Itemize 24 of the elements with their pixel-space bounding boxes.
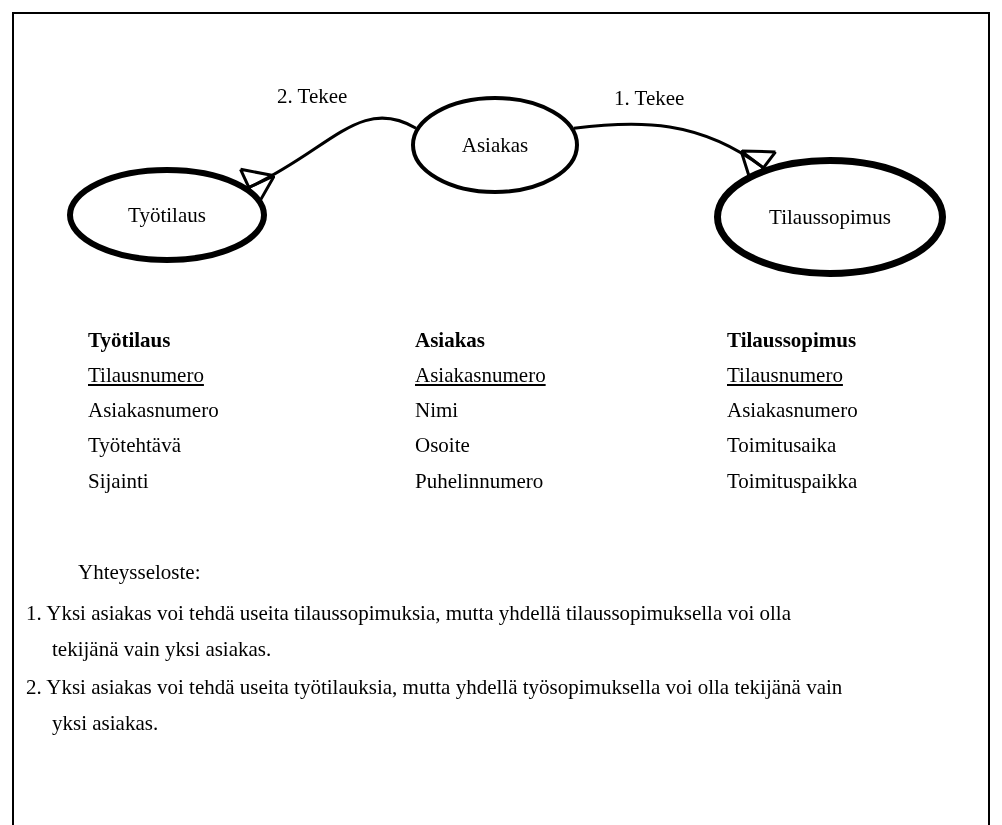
entity-heading: Työtilaus bbox=[88, 328, 171, 353]
attribute-text: Toimituspaikka bbox=[727, 469, 858, 494]
key-attribute: Tilausnumero bbox=[88, 363, 204, 388]
entity-heading: Asiakas bbox=[415, 328, 486, 353]
attribute-text: Nimi bbox=[415, 398, 459, 423]
entity-name: Asiakas bbox=[461, 132, 529, 158]
entity-ellipse bbox=[714, 157, 946, 277]
entity-ellipse bbox=[411, 96, 579, 194]
attribute-text: Sijainti bbox=[88, 469, 149, 494]
relationship-note: 1. Yksi asiakas voi tehdä useita tilaussopimuksia, mutta yhdellä tilaussopimuksella voi olla tekijänä vain yksi asiakas. bbox=[26, 600, 793, 663]
notes-heading: Yhteysseloste: bbox=[78, 560, 201, 585]
relationship-note: 2. Yksi asiakas voi tehdä useita työtilauksia, mutta yhdellä työsopimuksella voi olla tekijänä vain yksi asiakas. bbox=[26, 674, 844, 737]
key-attribute: Asiakasnumero bbox=[415, 363, 546, 388]
entity-ellipse bbox=[67, 167, 267, 263]
entity-name: Työtilaus bbox=[128, 202, 206, 228]
key-attribute: Tilausnumero bbox=[727, 363, 843, 388]
entity-name: Tilaussopimus bbox=[769, 204, 891, 230]
entity-heading: Tilaussopimus bbox=[727, 328, 857, 353]
attribute-text: Puhelinnumero bbox=[415, 469, 544, 494]
attribute-text: Asiakasnumero bbox=[727, 398, 858, 423]
attribute-text: Toimitusaika bbox=[727, 433, 837, 458]
attribute-text: Työtehtävä bbox=[88, 433, 181, 458]
attribute-text: Asiakasnumero bbox=[88, 398, 219, 423]
attribute-text: Osoite bbox=[415, 433, 470, 458]
